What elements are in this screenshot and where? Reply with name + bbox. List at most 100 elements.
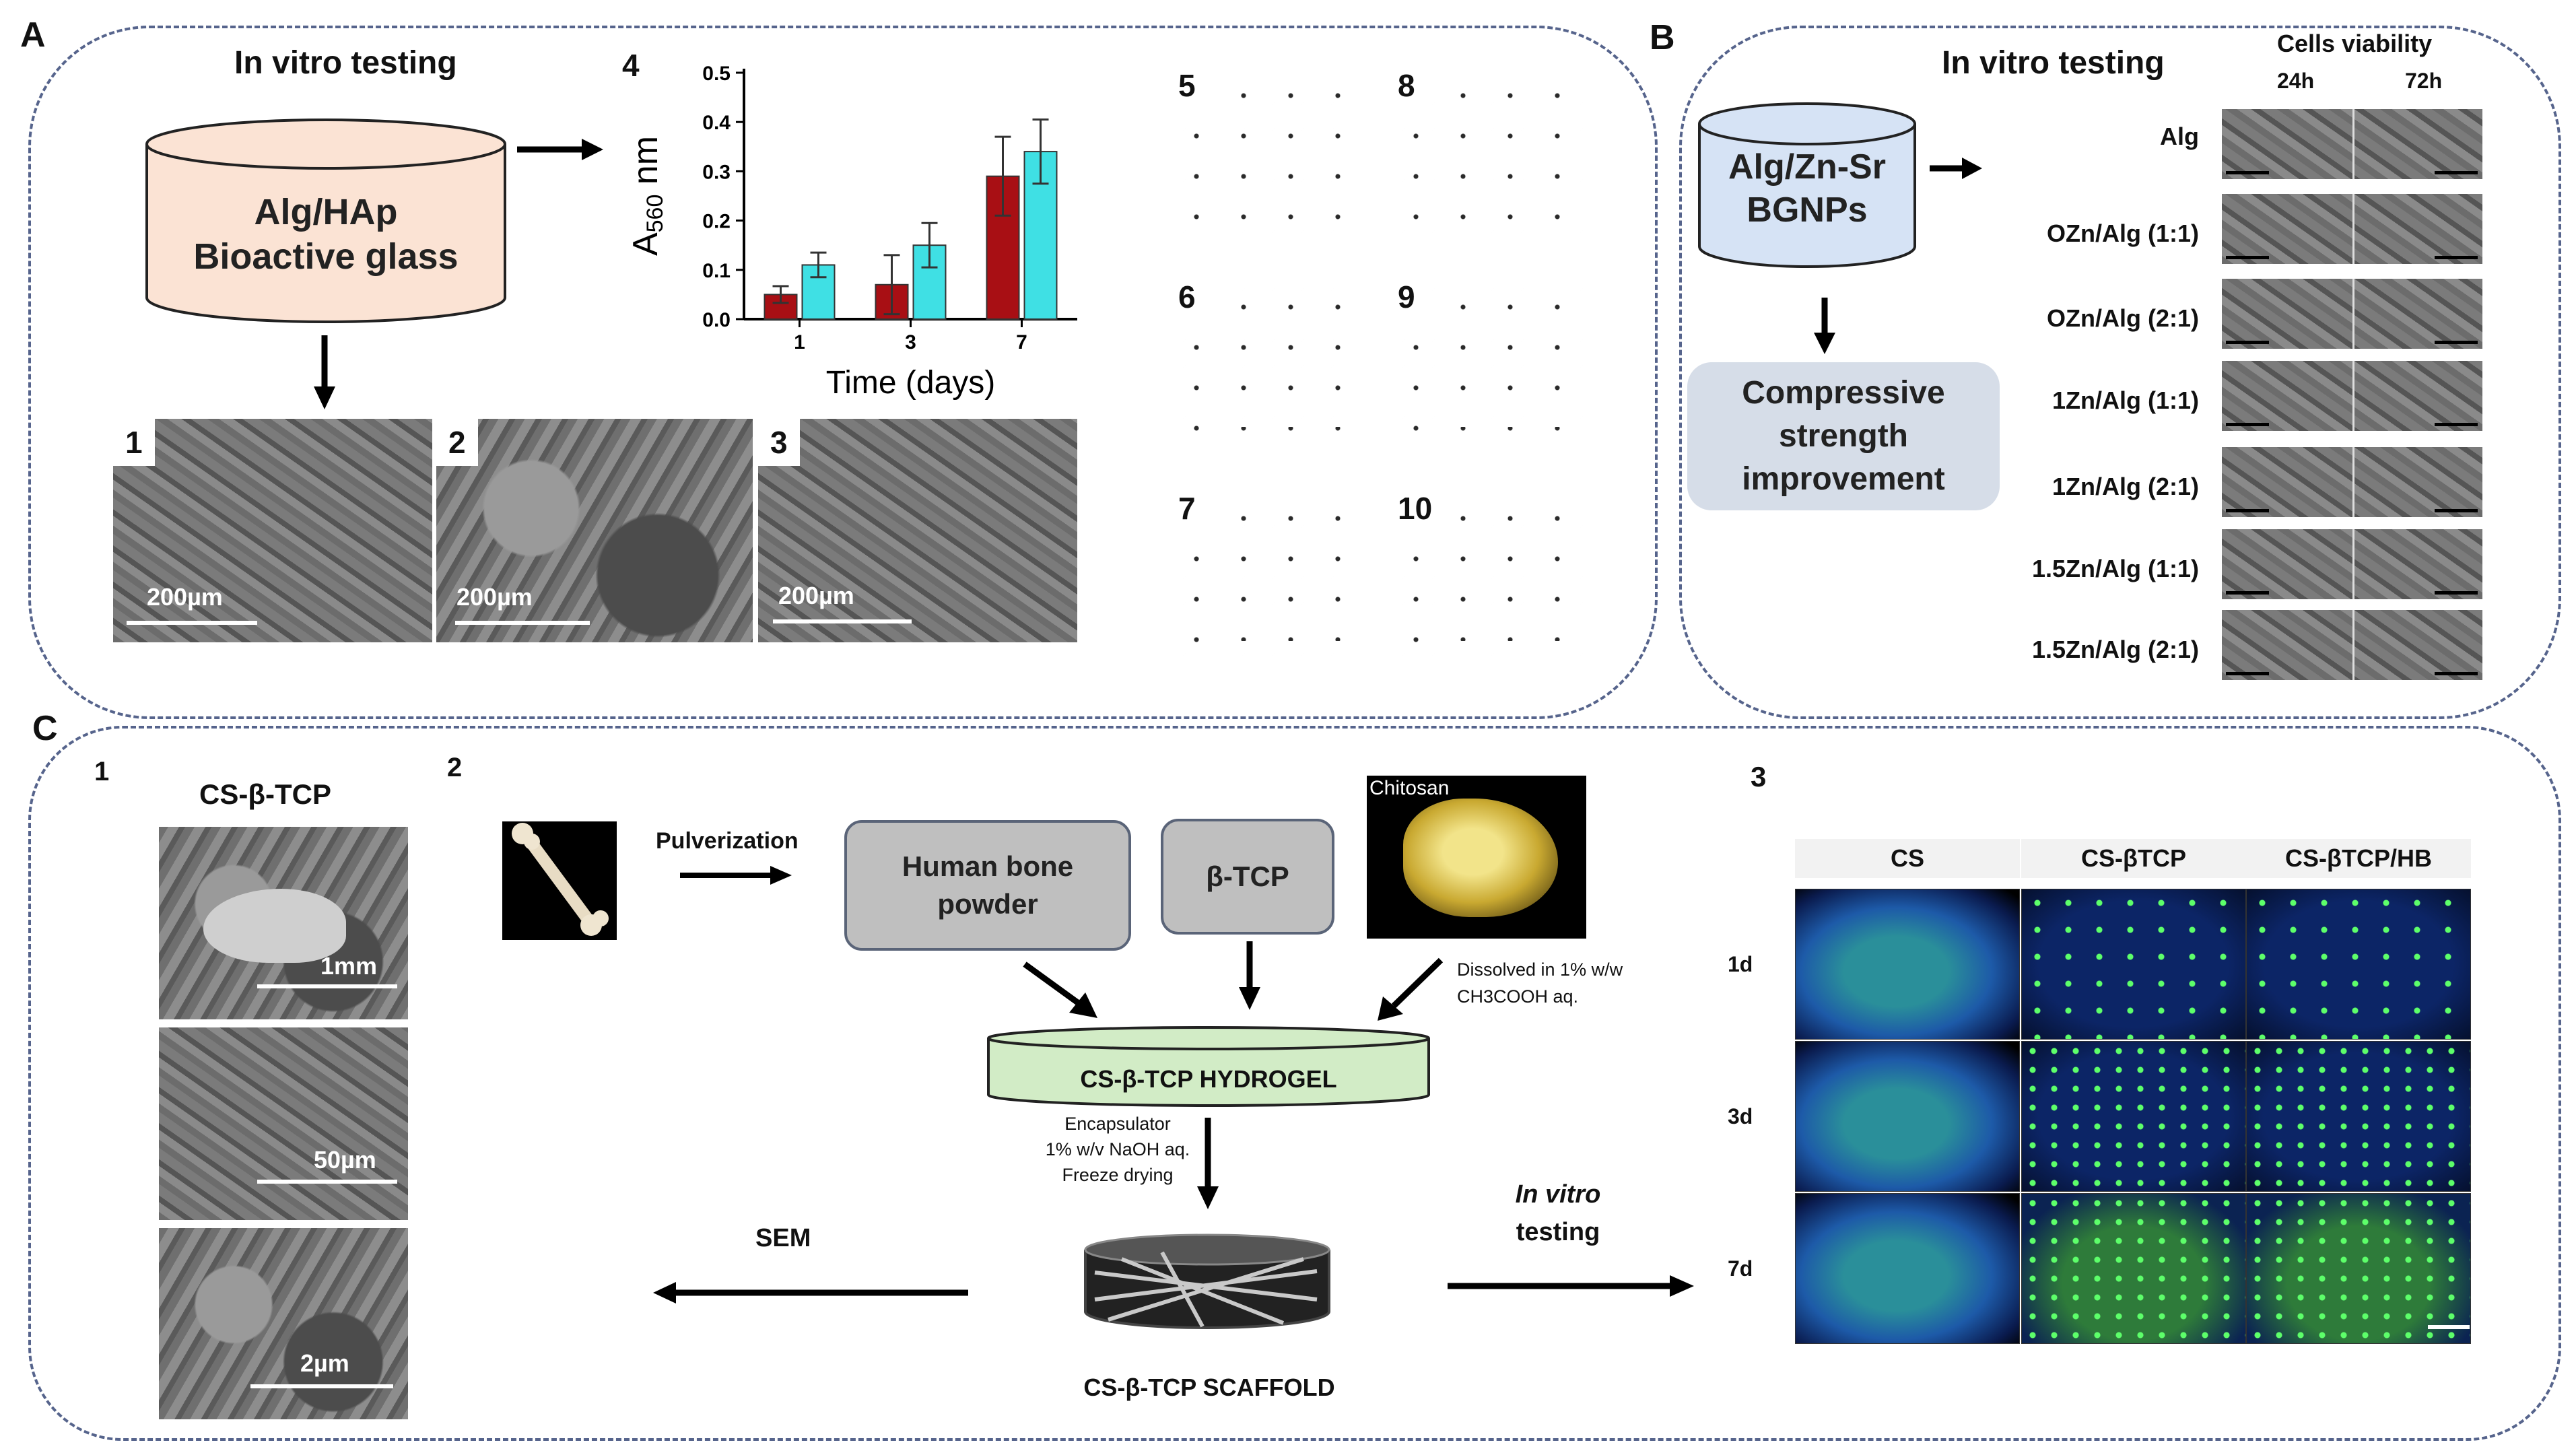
viability-row-label: 1Zn/Alg (2:1): [2052, 473, 2199, 500]
micro-image-9: 9 1mm: [1386, 273, 1598, 446]
viability-row-label: Alg: [2160, 123, 2199, 150]
hydrogel-dish: CS-β-TCP HYDROGEL: [984, 1025, 1433, 1108]
x-tick-label: 7: [1016, 331, 1027, 353]
scale-bar: [2435, 509, 2478, 512]
human-bone-line2: powder: [937, 888, 1038, 920]
encapsulator-note: Encapsulator 1% w/v NaOH aq. Freeze dryi…: [1010, 1111, 1225, 1188]
micro-tag-9: 9: [1386, 273, 1427, 320]
cylinder-a-line2: Bioactive glass: [193, 236, 459, 277]
scale-bar: [257, 1180, 397, 1184]
image-divider: [2352, 610, 2354, 680]
fluor-image: [1795, 889, 2020, 1040]
panel-c-label: C: [32, 709, 58, 748]
fluor-row-label: 7d: [1728, 1256, 1753, 1281]
c-scale-2: 50µm: [314, 1146, 376, 1174]
micro-image-5: 5 1mm: [1166, 62, 1379, 241]
viability-row-label: OZn/Alg (2:1): [2047, 304, 2199, 332]
scale-bar: [250, 1384, 393, 1388]
micro-scale-9: 1mm: [1520, 392, 1578, 419]
fluor-image: [1795, 1041, 2020, 1192]
scale-bar: [2226, 256, 2269, 259]
micro-tag-6: 6: [1166, 273, 1208, 320]
micro-scale-5: 1mm: [1301, 191, 1358, 219]
bar-cyan-7: [1023, 151, 1058, 320]
scale-bar: [2435, 256, 2478, 259]
sem-image-3: 3 200µm: [758, 419, 1077, 642]
y-tick-label: 0.4: [702, 112, 731, 134]
arrow-bone-to-hydrogel: [1021, 960, 1101, 1021]
scale-bar: [2226, 672, 2269, 675]
viability-row-label: OZn/Alg (1:1): [2047, 219, 2199, 247]
compressive-line1: Compressive: [1742, 375, 1945, 411]
micro-tag-7: 7: [1166, 485, 1208, 532]
viability-row-label: 1.5Zn/Alg (2:1): [2031, 636, 2199, 663]
fluor-image: [1795, 1193, 2020, 1344]
scale-bar: [127, 621, 257, 625]
sem-image-2: 2 200µm: [436, 419, 753, 642]
chitosan-label: Chitosan: [1369, 777, 1450, 799]
scale-bar: [2226, 341, 2269, 344]
scale-text-1: 200µm: [147, 583, 223, 611]
panel-a-heading: In vitro testing: [234, 45, 457, 81]
encap-line1: Encapsulator: [1064, 1114, 1171, 1134]
viability-image-2: [2222, 194, 2484, 264]
y-tick-label: 0.3: [702, 161, 731, 183]
scale-bar: [2435, 341, 2478, 344]
image-divider: [2352, 109, 2354, 179]
arrow-pulverization: [680, 862, 793, 889]
arrow-to-sem: [650, 1278, 970, 1308]
cylinder-b-line2: BGNPs: [1747, 191, 1868, 230]
cylinder-b-line1: Alg/Zn-Sr: [1728, 147, 1886, 187]
fluor-image: [2021, 1193, 2246, 1344]
col-24h: 24h: [2277, 69, 2315, 93]
pulverization-label: Pulverization: [656, 828, 799, 854]
invitro-note: In vitro testing: [1491, 1176, 1625, 1251]
fluor-row-label: 1d: [1728, 952, 1753, 976]
viability-image-3: [2222, 279, 2484, 349]
btcp-box: β-TCP: [1161, 819, 1334, 935]
scale-bar: [2428, 1325, 2470, 1329]
scaffold-label: CS-β-TCP SCAFFOLD: [1083, 1374, 1335, 1401]
scale-text-2: 200µm: [456, 583, 533, 611]
hydrogel-label: CS-β-TCP HYDROGEL: [1080, 1065, 1337, 1093]
scale-bar: [773, 619, 912, 623]
arrow-hydrogel-to-scaffold: [1194, 1118, 1221, 1211]
viability-row-label: 1Zn/Alg (1:1): [2052, 386, 2199, 414]
micro-scale-7: 1mm: [1290, 610, 1347, 638]
chitosan-image: Chitosan: [1367, 776, 1586, 939]
fluor-row-label: 3d: [1728, 1104, 1753, 1128]
col-72h: 72h: [2405, 69, 2443, 93]
compressive-strength-box: Compressive strength improvement: [1687, 362, 2000, 510]
viability-row-label: 1.5Zn/Alg (1:1): [2031, 555, 2199, 582]
panel-b-label: B: [1650, 18, 1675, 57]
arrow-btcp-to-hydrogel: [1236, 941, 1263, 1011]
micro-image-6: 6 1mm: [1166, 273, 1379, 446]
y-tick-label: 0.0: [702, 309, 731, 331]
scale-bar: [2226, 423, 2269, 426]
arrow-down-sem: [311, 335, 338, 411]
x-axis-label: Time (days): [826, 365, 996, 401]
sem-tag-3: 3: [758, 419, 800, 466]
arrow-down-compressive: [1811, 298, 1838, 356]
compressive-line2: strength: [1779, 418, 1908, 454]
micro-scale-8: 1mm: [1527, 191, 1584, 219]
sem-tag-2: 2: [436, 419, 478, 466]
sem-tag-1: 1: [113, 419, 155, 466]
fluor-image: [2246, 1193, 2471, 1344]
viability-title: Cells viability: [2277, 30, 2433, 57]
fluor-image: [2021, 1041, 2246, 1192]
cylinder-a-line1: Alg/HAp: [254, 192, 398, 232]
viability-image-1: [2222, 109, 2484, 179]
arrow-to-viability: [1930, 155, 1984, 182]
viability-image-6: [2222, 529, 2484, 599]
c-sub3: 3: [1751, 761, 1767, 792]
cs-btcp-sem-50um: 50µm: [159, 1027, 408, 1220]
fluor-image: [2246, 1041, 2471, 1192]
viability-image-5: [2222, 447, 2484, 517]
alg-zn-sr-cylinder: Alg/Zn-Sr BGNPs: [1697, 101, 1918, 271]
scale-bar: [2226, 591, 2269, 595]
x-tick-label: 3: [905, 331, 916, 353]
viability-image-4: [2222, 361, 2484, 431]
fluor-col-header: CS-βTCP/HB: [2246, 839, 2471, 878]
particle: [203, 889, 346, 963]
